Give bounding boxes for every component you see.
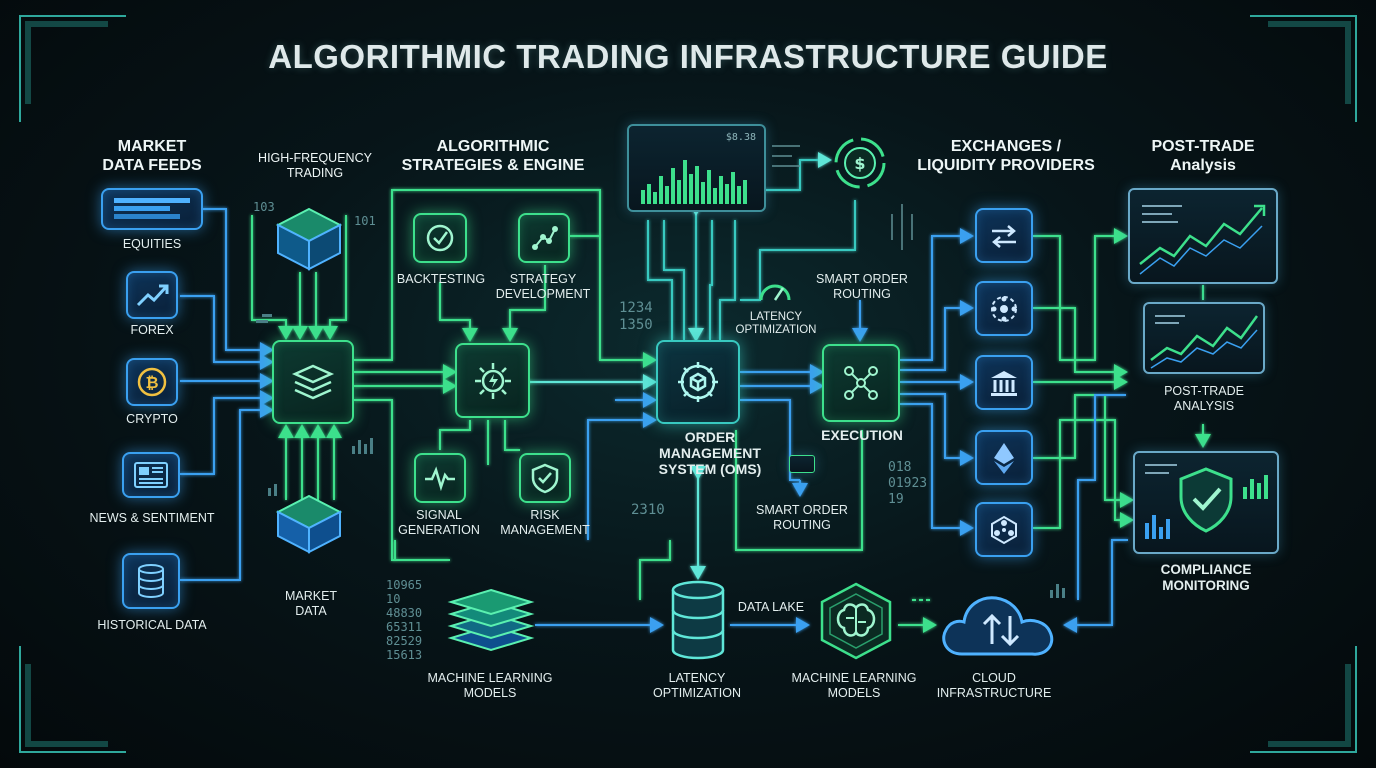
market-data-hub-node[interactable] bbox=[272, 340, 354, 424]
corner-deco-bottom-left bbox=[19, 646, 126, 753]
post-trade-chart-top bbox=[1128, 188, 1278, 284]
latency-bottom-label: LATENCY OPTIMIZATION bbox=[653, 671, 741, 700]
monitor-readout: $8.38 bbox=[725, 132, 756, 143]
deco-digits-oms-bottom: 2310 bbox=[631, 502, 665, 518]
network-node-icon bbox=[844, 366, 878, 400]
feed-crypto-node[interactable]: ₿ bbox=[126, 358, 178, 406]
blockchain-icon bbox=[991, 515, 1017, 544]
oms-node[interactable] bbox=[656, 340, 740, 424]
oms-label: ORDER MANAGEMENT SYSTEM (OMS) bbox=[658, 429, 762, 477]
layers-stack-icon bbox=[291, 364, 335, 400]
feed-equities-node[interactable] bbox=[101, 188, 203, 230]
deco-digits-hft-left: 103 bbox=[253, 200, 275, 214]
feed-historical-label: HISTORICAL DATA bbox=[97, 618, 207, 632]
pulse-icon bbox=[425, 466, 455, 491]
latency-top-label: LATENCY OPTIMIZATION bbox=[735, 311, 817, 336]
cloud-upload-download-icon bbox=[942, 596, 1054, 656]
trend-up-icon bbox=[136, 284, 169, 307]
feed-forex-label: FOREX bbox=[130, 323, 174, 337]
strategy-development-label: STRATEGY DEVELOPMENT bbox=[495, 272, 591, 301]
svg-text:$: $ bbox=[854, 154, 865, 173]
cloud-label: CLOUD INFRASTRUCTURE bbox=[936, 671, 1052, 700]
corner-deco-top-right bbox=[1250, 15, 1357, 122]
exchange-blockchain-node[interactable] bbox=[975, 502, 1033, 557]
ml-brain-icon bbox=[820, 582, 892, 660]
dollar-coin-icon: $ bbox=[834, 137, 886, 189]
shield-check-icon bbox=[531, 463, 559, 494]
header-post-trade: POST-TRADE Analysis bbox=[1151, 138, 1255, 174]
bitcoin-icon: ₿ bbox=[137, 367, 167, 397]
ml-left-label: MACHINE LEARNING MODELS bbox=[427, 671, 553, 700]
signal-generation-label: SIGNAL GENERATION bbox=[398, 508, 480, 537]
feed-forex-node[interactable] bbox=[126, 271, 178, 319]
monitor-bar-chart bbox=[641, 160, 747, 204]
execution-label: EXECUTION bbox=[821, 427, 903, 443]
data-lake-label: DATA LAKE bbox=[737, 600, 805, 614]
page-title: ALGORITHMIC TRADING INFRASTRUCTURE GUIDE bbox=[268, 38, 1108, 75]
sor-mid-label: SMART ORDER ROUTING bbox=[756, 503, 848, 532]
exchange-network-node[interactable] bbox=[975, 281, 1033, 336]
algorithmic-engine-node[interactable] bbox=[455, 343, 530, 418]
exchange-bank-node[interactable] bbox=[975, 355, 1033, 410]
network-graph-icon bbox=[532, 226, 558, 250]
risk-management-label: RISK MANAGEMENT bbox=[500, 508, 590, 537]
execution-node[interactable] bbox=[822, 344, 900, 422]
swap-arrows-icon bbox=[992, 224, 1016, 248]
post-trade-line-chart-top bbox=[1139, 204, 1266, 275]
latency-gauge-icon bbox=[759, 284, 791, 301]
check-gauge-icon bbox=[426, 224, 454, 252]
header-market-data-feeds: MARKET DATA FEEDS bbox=[102, 138, 202, 174]
bar-list-icon bbox=[114, 198, 190, 219]
feed-news-label: NEWS & SENTIMENT bbox=[89, 511, 215, 525]
corner-deco-bottom-right bbox=[1250, 646, 1357, 753]
compliance-monitor[interactable] bbox=[1133, 451, 1279, 554]
ethereum-icon bbox=[994, 442, 1014, 474]
gear-icon bbox=[474, 362, 511, 399]
post-trade-chart-mid bbox=[1143, 302, 1265, 374]
feed-equities-label: EQUITIES bbox=[122, 237, 182, 251]
sor-order-tag bbox=[789, 455, 815, 473]
network-hub-icon bbox=[991, 295, 1017, 322]
feed-historical-node[interactable] bbox=[122, 553, 180, 609]
market-data-cube-icon bbox=[275, 494, 343, 554]
post-trade-analysis-label: POST-TRADE ANALYSIS bbox=[1164, 384, 1244, 413]
exchange-ethereum-node[interactable] bbox=[975, 430, 1033, 485]
backtesting-node[interactable] bbox=[413, 213, 467, 263]
feed-news-node[interactable] bbox=[122, 452, 180, 498]
bank-icon bbox=[991, 370, 1017, 396]
post-trade-line-chart-mid bbox=[1150, 315, 1259, 369]
compliance-label: COMPLIANCE MONITORING bbox=[1160, 562, 1252, 593]
data-lake-database-icon bbox=[671, 580, 725, 660]
backtesting-label: BACKTESTING bbox=[396, 272, 486, 286]
deco-digits-oms-left: 1234 1350 bbox=[619, 300, 653, 333]
strategy-development-node[interactable] bbox=[518, 213, 570, 263]
exchange-swap-node[interactable] bbox=[975, 208, 1033, 263]
corner-deco-top-left bbox=[19, 15, 126, 122]
header-strategies: ALGORITHMIC STRATEGIES & ENGINE bbox=[401, 138, 585, 174]
deco-digits-exec-right: 018 01923 19 bbox=[888, 460, 928, 507]
database-icon bbox=[138, 564, 164, 598]
header-exchanges: EXCHANGES / LIQUIDITY PROVIDERS bbox=[917, 138, 1095, 174]
cube-gear-icon bbox=[678, 362, 718, 402]
oms-chart-monitor: $8.38 bbox=[627, 124, 766, 212]
newspaper-icon bbox=[134, 462, 168, 488]
feed-crypto-label: CRYPTO bbox=[126, 412, 178, 426]
ml-stack-icon-left bbox=[447, 588, 535, 652]
hft-cube-icon bbox=[275, 207, 343, 271]
deco-digits-hft-right: 101 bbox=[354, 214, 376, 228]
risk-management-node[interactable] bbox=[519, 453, 571, 503]
deco-digits-ml-left: 10965 10 48830 65311 82529 15613 bbox=[386, 578, 423, 662]
svg-text:₿: ₿ bbox=[145, 373, 158, 392]
signal-generation-node[interactable] bbox=[414, 453, 466, 503]
market-data-label: MARKET DATA bbox=[284, 589, 338, 618]
header-hft: HIGH-FREQUENCY TRADING bbox=[258, 151, 372, 180]
compliance-shield-icon bbox=[1145, 464, 1268, 539]
sor-top-label: SMART ORDER ROUTING bbox=[816, 272, 908, 301]
ml-right-label: MACHINE LEARNING MODELS bbox=[791, 671, 917, 700]
